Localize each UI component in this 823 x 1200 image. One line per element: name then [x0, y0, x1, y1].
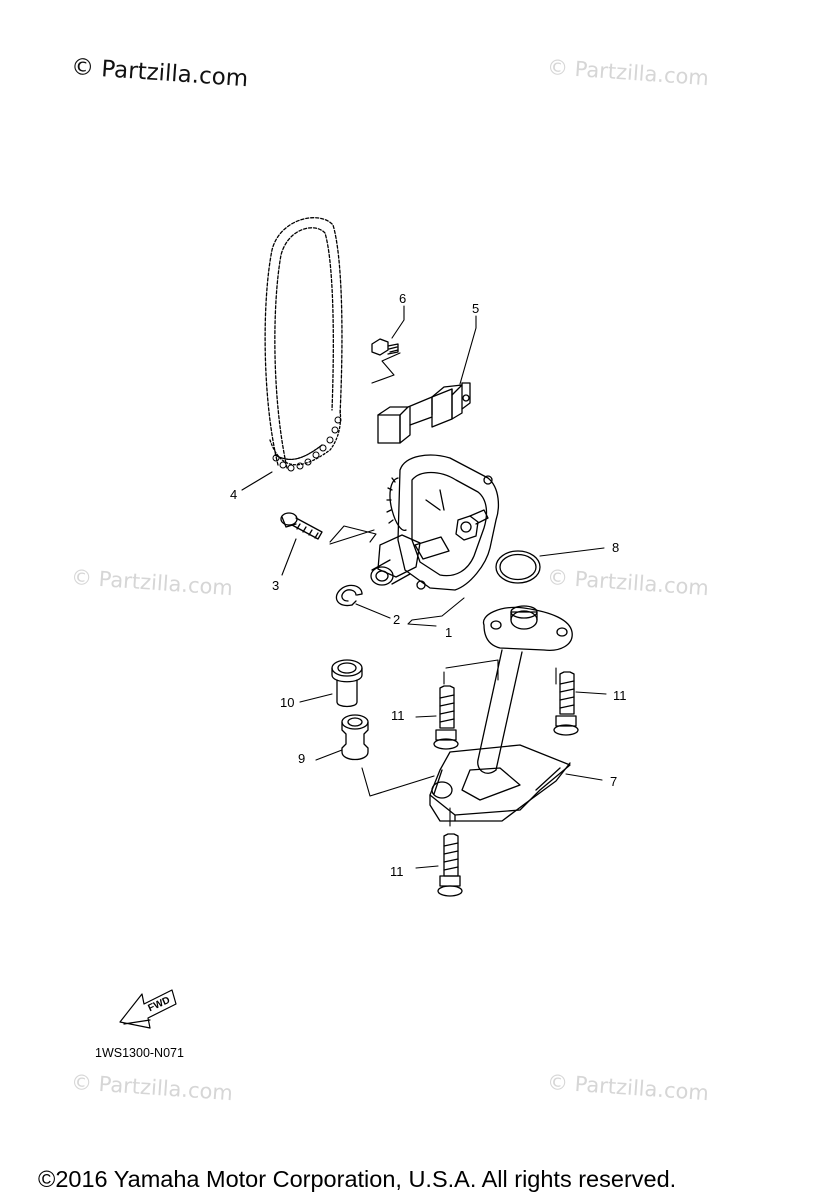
o-ring-8[interactable]: [495, 550, 541, 584]
bolt-11-right[interactable]: [553, 671, 579, 736]
callout-11: 11: [391, 708, 405, 723]
chain-guide-5[interactable]: [377, 382, 471, 444]
leader-lines: [241, 305, 607, 869]
callout-4: 4: [230, 487, 238, 502]
collar-10[interactable]: [331, 659, 363, 708]
bolt-3[interactable]: [280, 512, 323, 540]
callout-11: 11: [390, 864, 404, 879]
callout-1: 1: [445, 625, 453, 640]
bolt-11-left[interactable]: [433, 685, 459, 750]
bolt-6[interactable]: [371, 338, 399, 356]
callout-11: 11: [613, 688, 627, 703]
strainer-7[interactable]: [429, 605, 573, 822]
callout-5: 5: [472, 301, 480, 316]
callout-10: 10: [280, 695, 295, 710]
fwd-arrow-icon: [119, 989, 177, 1029]
grommet-9[interactable]: [341, 714, 369, 761]
oil-pump-assembly[interactable]: [370, 454, 500, 591]
callout-6: 6: [399, 291, 407, 306]
callout-3: 3: [272, 578, 280, 593]
bolt-11-bottom[interactable]: [437, 833, 463, 897]
callout-2: 2: [393, 612, 401, 627]
callout-7: 7: [610, 774, 618, 789]
copyright-notice: ©2016 Yamaha Motor Corporation, U.S.A. A…: [38, 1166, 677, 1192]
diagram-code: 1WS1300-N071: [95, 1046, 184, 1060]
callout-9: 9: [298, 751, 306, 766]
callout-8: 8: [612, 540, 620, 555]
drive-chain[interactable]: [264, 217, 343, 472]
circlip-2[interactable]: [335, 584, 363, 607]
